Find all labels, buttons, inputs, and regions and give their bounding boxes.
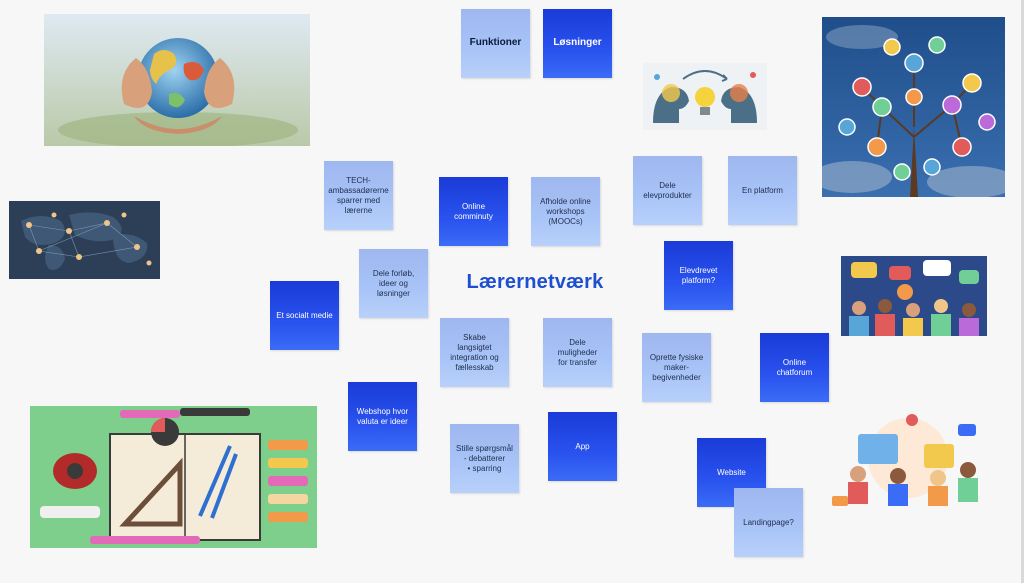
chat-bubbles-crowd-image[interactable]	[841, 256, 987, 336]
note-landingpage[interactable]: Landingpage?	[734, 488, 803, 557]
note-dele-forlob[interactable]: Dele forløb, ideer og løsninger	[359, 249, 428, 318]
people-network-tree-image[interactable]	[822, 17, 1005, 197]
note-en-platform[interactable]: En platform	[728, 156, 797, 225]
note-online-community[interactable]: Online comminuty	[439, 177, 508, 246]
note-tech-ambassadorer[interactable]: TECH- ambassadørerne sparrer med lærerne	[324, 161, 393, 230]
note-dele-muligheder-transfer[interactable]: Dele muligheder for transfer	[543, 318, 612, 387]
note-fysiske-maker-begivenheder[interactable]: Oprette fysiske maker- begivenheder	[642, 333, 711, 402]
note-socialt-medie[interactable]: Et socialt medie	[270, 281, 339, 350]
note-elevdrevet-platform[interactable]: Elevdrevet platform?	[664, 241, 733, 310]
note-langsigtet-integration[interactable]: Skabe langsigtet integration og fællessk…	[440, 318, 509, 387]
note-online-workshops[interactable]: Afholde online workshops (MOOCs)	[531, 177, 600, 246]
note-dele-elevprodukter[interactable]: Dele elevprodukter	[633, 156, 702, 225]
note-stille-sporgsmal[interactable]: Stille spørgsmål - debatterer • sparring	[450, 424, 519, 493]
board-title[interactable]: Lærernetværk	[466, 271, 604, 293]
idea-exchange-lightbulb-image[interactable]	[643, 63, 767, 130]
note-funktioner[interactable]: Funktioner	[461, 9, 530, 78]
collaboration-illustration-image[interactable]	[828, 404, 990, 512]
note-online-chatforum[interactable]: Online chatforum	[760, 333, 829, 402]
world-network-map-image[interactable]	[9, 201, 160, 279]
note-losninger[interactable]: Løsninger	[543, 9, 612, 78]
note-app[interactable]: App	[548, 412, 617, 481]
globe-hands-image[interactable]	[44, 14, 310, 146]
note-webshop[interactable]: Webshop hvor valuta er ideer	[348, 382, 417, 451]
canvas-edge	[1021, 0, 1024, 583]
stationery-notebook-image[interactable]	[30, 406, 317, 548]
